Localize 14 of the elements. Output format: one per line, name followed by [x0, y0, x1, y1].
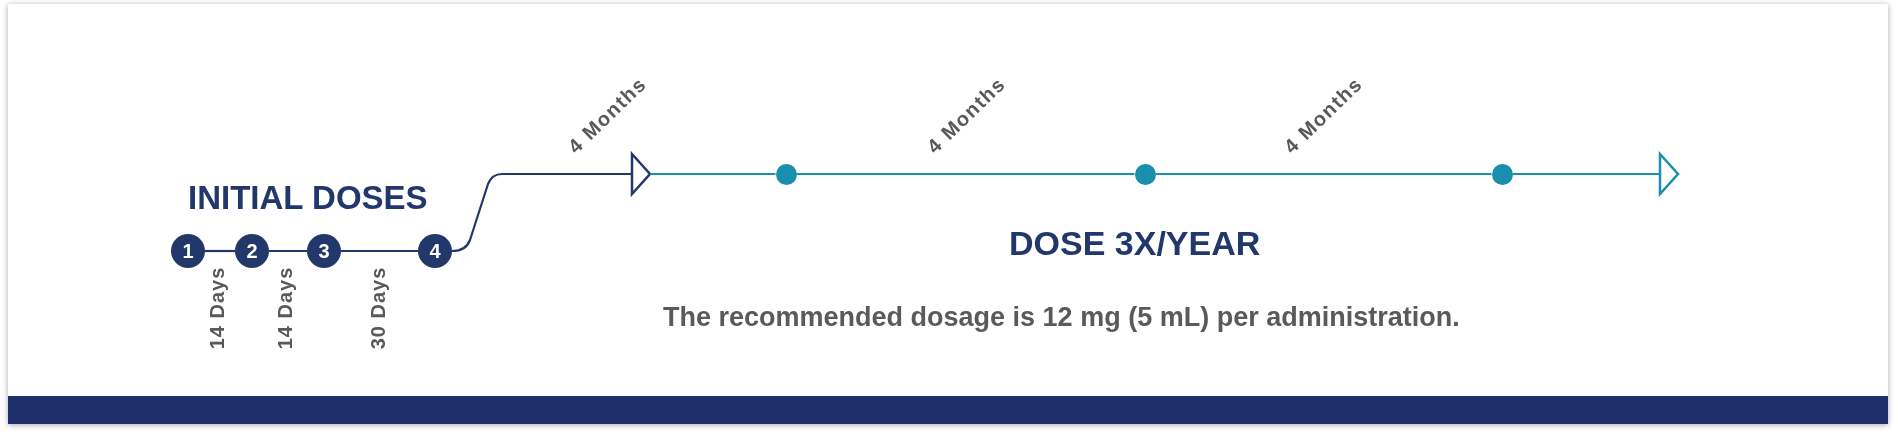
dosage-note: The recommended dosage is 12 mg (5 mL) per administration.	[663, 304, 1460, 331]
timeline-arrow	[1512, 152, 1680, 196]
timeline-arrow	[451, 152, 652, 253]
timeline-line	[650, 172, 776, 176]
edge-label: 14 Days	[207, 266, 227, 350]
section-heading: DOSE 3X/YEAR	[1009, 226, 1261, 260]
timeline-line	[796, 172, 1135, 176]
section-heading: INITIAL DOSES	[188, 181, 428, 214]
edge-label: 30 Days	[368, 266, 388, 350]
timeline-line	[1155, 172, 1492, 176]
timeline-line	[205, 249, 235, 253]
timeline-line	[341, 249, 418, 253]
timeline-line	[269, 249, 307, 253]
edge-label: 14 Days	[275, 266, 295, 350]
